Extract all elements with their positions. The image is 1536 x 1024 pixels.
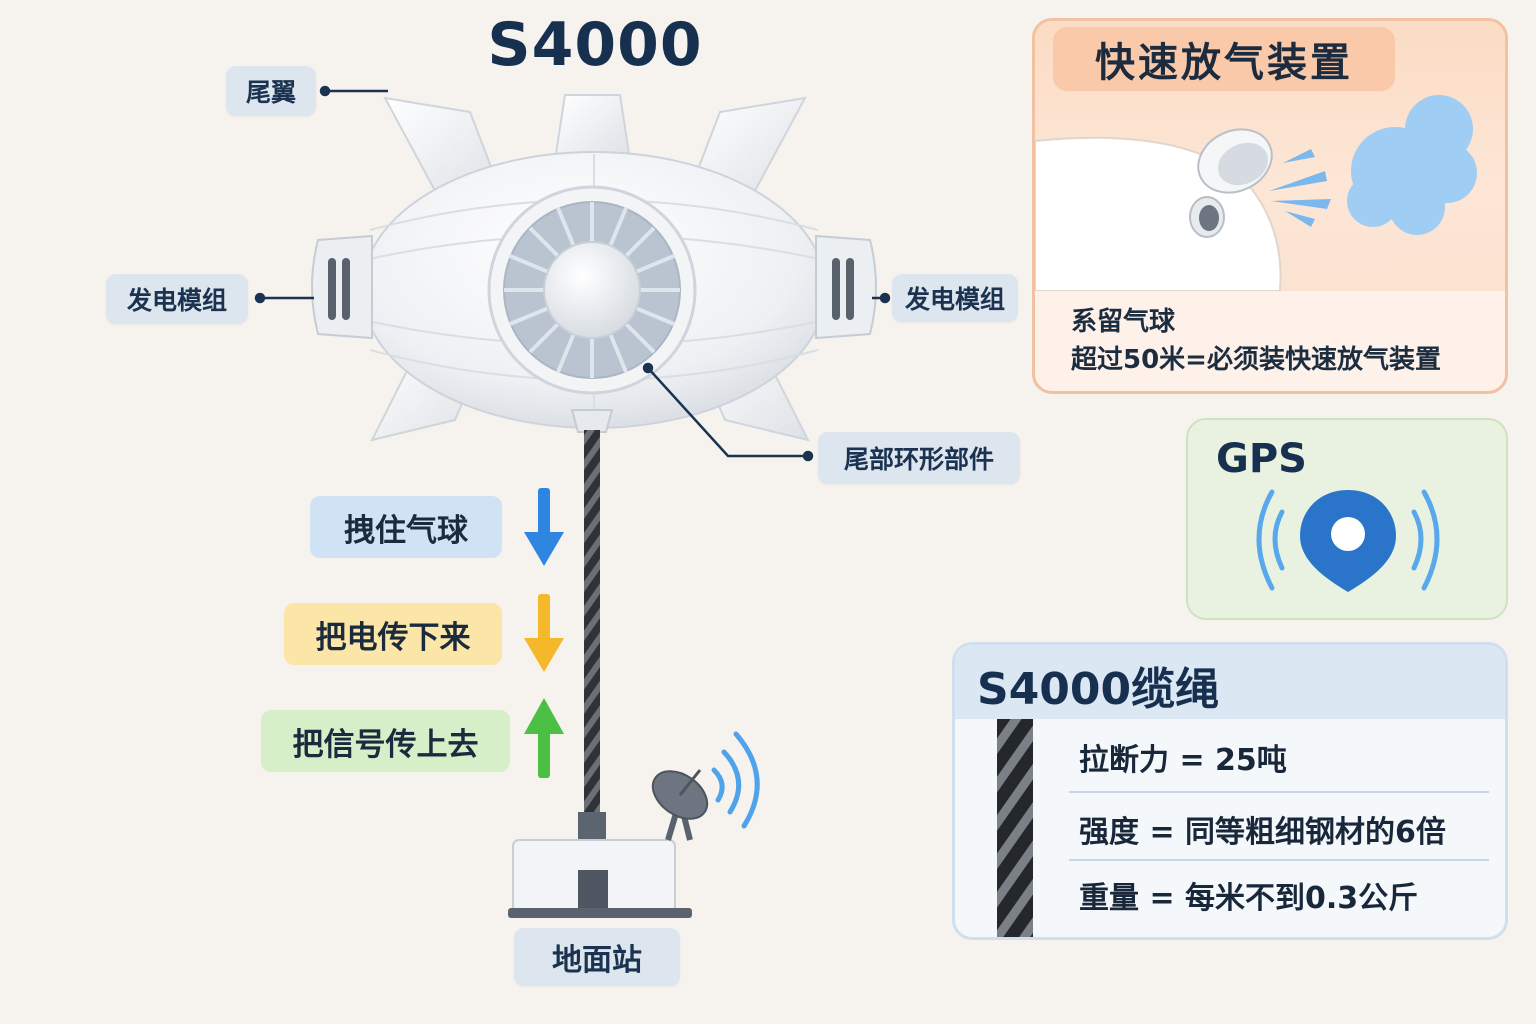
label-tail-ring: 尾部环形部件 bbox=[818, 432, 1020, 484]
air-cloud-icon bbox=[1347, 95, 1477, 235]
label-tail-fin: 尾翼 bbox=[226, 66, 316, 116]
cable-spec-weight: 重量 = 每米不到0.3公斤 bbox=[1079, 881, 1419, 916]
action-hold-balloon: 拽住气球 bbox=[310, 496, 502, 558]
location-pin-icon bbox=[1256, 489, 1440, 592]
divider bbox=[1069, 859, 1489, 861]
deflate-line-2: 超过50米=必须装快速放气装置 bbox=[1071, 345, 1441, 375]
cable-panel-header bbox=[955, 645, 1505, 719]
deflate-panel-title: 快速放气装置 bbox=[1053, 27, 1395, 91]
deflate-line-1: 系留气球 bbox=[1071, 307, 1176, 337]
ground-station-graphic bbox=[508, 769, 709, 918]
cable-panel: S4000缆绳 拉断力 = 25吨 强度 = 同等粗细钢材的6倍 重量 = 每米… bbox=[952, 642, 1508, 940]
arrow-down-yellow-icon bbox=[524, 594, 564, 672]
arrow-down-blue-icon bbox=[524, 488, 564, 566]
arrow-up-green-icon bbox=[524, 698, 564, 778]
label-generator-left: 发电模组 bbox=[106, 274, 248, 324]
tail-ring bbox=[487, 185, 697, 395]
action-transmit-signal: 把信号传上去 bbox=[261, 710, 510, 772]
cable-spec-breaking-force: 拉断力 = 25吨 bbox=[1079, 743, 1287, 778]
cable-spec-strength: 强度 = 同等粗细钢材的6倍 bbox=[1079, 815, 1446, 850]
action-transmit-power: 把电传下来 bbox=[284, 603, 502, 665]
deflate-valve-illustration bbox=[1035, 95, 1477, 291]
deflate-panel: 快速放气装置 系留气球 超过50米=必须装快速放气装置 bbox=[1032, 18, 1508, 394]
cable-panel-title: S4000缆绳 bbox=[977, 664, 1220, 715]
signal-waves-icon bbox=[711, 731, 760, 829]
generator-module-right bbox=[815, 234, 877, 340]
rope-sample-icon bbox=[997, 719, 1033, 937]
label-generator-right: 发电模组 bbox=[892, 274, 1018, 322]
gps-panel: GPS bbox=[1186, 418, 1508, 620]
gps-title: GPS bbox=[1216, 436, 1307, 482]
label-ground-station: 地面站 bbox=[514, 928, 680, 986]
tether-cable bbox=[584, 430, 600, 816]
generator-module-left bbox=[311, 234, 373, 340]
page-title: S4000 bbox=[487, 10, 703, 80]
divider bbox=[1069, 791, 1489, 793]
deflate-panel-text: 系留气球 超过50米=必须装快速放气装置 bbox=[1071, 303, 1441, 379]
leader-lines bbox=[254, 85, 891, 462]
